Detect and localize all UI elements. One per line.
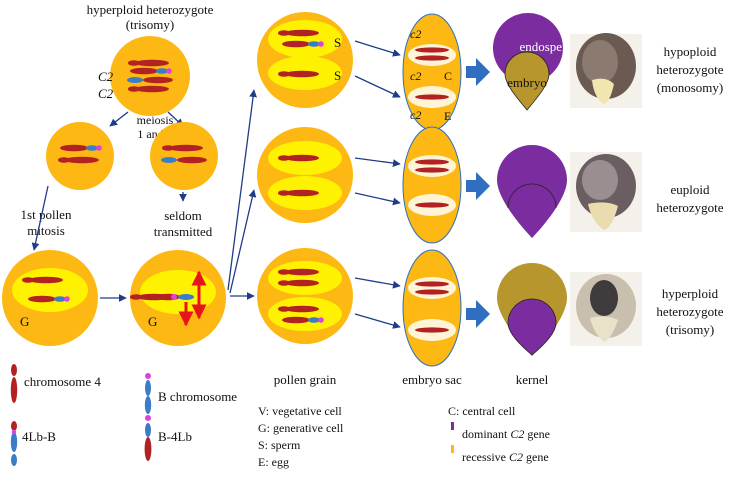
- c2-label-r1b: c2: [410, 69, 421, 83]
- arrow-to-row2: [229, 189, 257, 294]
- kernel-row2: [497, 145, 567, 238]
- col-label-kernel: kernel: [516, 372, 549, 387]
- outcome-2-line2: heterozygote: [656, 200, 723, 215]
- seldom-label-1: seldom: [164, 208, 202, 223]
- outcome-1-line1: hypoploid: [664, 44, 717, 59]
- embryo-sac-row2: [402, 126, 462, 244]
- arrow-r1-a: [354, 40, 401, 57]
- arrow-r3-a: [354, 277, 401, 289]
- gene-label-c2-2: C2: [98, 86, 114, 101]
- kernel-row3: [497, 263, 567, 356]
- pollen-nondisjunction: G: [130, 250, 226, 346]
- kernel-photo-1: [570, 33, 642, 108]
- endosperm-label: endosperm: [519, 39, 576, 54]
- pollen-row2: [257, 127, 353, 223]
- legend-b: B chromosome: [158, 389, 237, 404]
- legend-chr4-symbol: [10, 364, 18, 403]
- legend-4lbb: 4Lb-B: [22, 429, 56, 444]
- legend-v: V: vegetative cell: [258, 404, 342, 418]
- legend-chr4: chromosome 4: [24, 374, 101, 389]
- g-label-2: G: [148, 314, 157, 329]
- arrow-meiosis-left: [109, 111, 129, 127]
- pollen-row1: S S: [257, 12, 353, 108]
- outcome-1-line3: (monosomy): [657, 80, 723, 95]
- legend: chromosome 4 4Lb-B B chromosome B-4Lb V:…: [10, 364, 550, 469]
- meiosis-label-1: meiosis: [137, 113, 174, 127]
- gene-label-c2-1: C2: [98, 69, 114, 84]
- legend-dominant-swatch: [451, 422, 454, 430]
- arrow-to-row1: [227, 89, 257, 291]
- legend-c: C: central cell: [448, 404, 516, 418]
- embryo-label: embryo: [507, 75, 547, 90]
- outcome-3-line2: heterozygote: [656, 304, 723, 319]
- c2-label-r1c: c2: [410, 108, 421, 122]
- legend-b-symbol: [144, 373, 152, 414]
- kernel-photo-3: [570, 272, 642, 346]
- g-label-1: G: [20, 314, 29, 329]
- outcome-1-line2: heterozygote: [656, 62, 723, 77]
- pollen-row3: [257, 248, 353, 344]
- mitosis-label-1: 1st pollen: [21, 207, 72, 222]
- arrow-r2-a: [354, 157, 401, 167]
- e-label: E: [444, 109, 451, 123]
- kernel-row1: endosperm embryo: [492, 13, 577, 111]
- legend-g: G: generative cell: [258, 421, 344, 435]
- pollen-normal: G: [2, 250, 98, 346]
- legend-b4lb: B-4Lb: [158, 429, 192, 444]
- block-arrow-1: [466, 58, 490, 86]
- col-label-sac: embryo sac: [402, 372, 462, 387]
- arrow-r3-b: [354, 313, 401, 329]
- s-label-1: S: [334, 35, 341, 50]
- col-label-pollen: pollen grain: [274, 372, 337, 387]
- arrow-r1-b: [354, 75, 401, 98]
- legend-4lbb-symbol: [10, 421, 18, 466]
- embryo-sac-row3: [402, 249, 462, 367]
- block-arrow-2: [466, 172, 490, 200]
- c-label: C: [444, 69, 452, 83]
- embryo-sac-row1: c2 c2 c2 C E: [402, 13, 462, 131]
- kernel-photo-2: [570, 152, 642, 232]
- legend-e: E: egg: [258, 455, 289, 469]
- mitosis-label-2: mitosis: [27, 223, 65, 238]
- outcome-2-line1: euploid: [671, 182, 710, 197]
- legend-recessive-swatch: [451, 445, 454, 453]
- legend-recessive: recessive C2 gene: [462, 450, 549, 464]
- legend-b4lb-symbol: [144, 415, 152, 461]
- parent-cell: C2 C2: [98, 36, 190, 116]
- outcome-3-line3: (trisomy): [666, 322, 714, 337]
- arrow-mitosis: [31, 185, 49, 251]
- parent-subtitle: (trisomy): [126, 17, 174, 32]
- seldom-label-2: transmitted: [154, 224, 213, 239]
- outcome-3-line1: hyperploid: [662, 286, 719, 301]
- microspore-right: [150, 122, 218, 190]
- arrow-r2-b: [354, 192, 401, 206]
- parent-title: hyperploid heterozygote: [87, 2, 214, 17]
- microspore-left: [46, 122, 114, 190]
- c2-label-r1a: c2: [410, 27, 421, 41]
- legend-s: S: sperm: [258, 438, 301, 452]
- block-arrow-3: [466, 300, 490, 328]
- s-label-2: S: [334, 68, 341, 83]
- legend-dominant: dominant C2 gene: [462, 427, 550, 441]
